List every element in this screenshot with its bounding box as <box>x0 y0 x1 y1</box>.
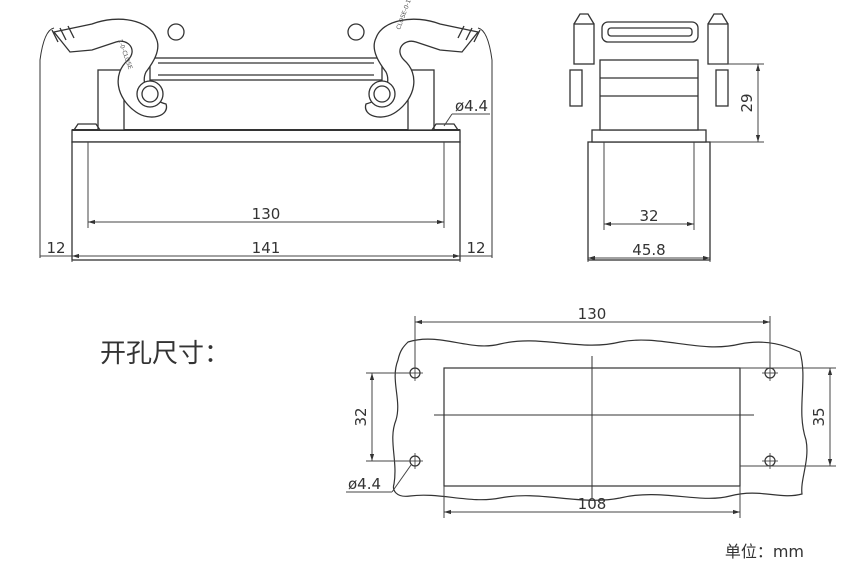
panel-outline <box>392 338 808 501</box>
front-housing-body <box>71 141 461 261</box>
front-view: 1-0-CLOSE CLOSE-0-1 <box>39 0 493 261</box>
dim-side-inner: 32 <box>639 207 658 225</box>
front-top-beam <box>149 57 383 81</box>
front-dimensions <box>40 113 492 262</box>
dim-cutout-top: 130 <box>578 305 607 323</box>
front-left-swing-arc <box>39 27 55 258</box>
dim-front-cutout: 130 <box>252 205 281 223</box>
dim-cutout-bottom: 108 <box>578 495 607 513</box>
side-dimensions <box>587 63 764 262</box>
dim-side-height: 29 <box>738 93 756 112</box>
side-top-cover <box>601 21 699 43</box>
side-upper-body <box>599 59 699 131</box>
dim-cutout-hole: ø4.4 <box>348 475 381 493</box>
cutout-heading: 开孔尺寸： <box>100 339 230 369</box>
dim-front-overall: 141 <box>252 239 281 257</box>
dim-cutout-right: 35 <box>810 407 828 426</box>
dim-front-right: 12 <box>466 239 485 257</box>
side-right-latch <box>707 23 729 65</box>
dim-front-left: 12 <box>46 239 65 257</box>
side-flange <box>591 129 707 143</box>
dim-side-width: 45.8 <box>632 241 665 259</box>
front-left-pillar <box>97 69 125 131</box>
front-base-plate <box>71 129 461 143</box>
unit-label: 单位：mm <box>725 542 804 561</box>
side-left-latch <box>573 23 595 65</box>
side-view <box>569 13 729 261</box>
dim-cutout-left: 32 <box>352 407 370 426</box>
cutout-drawing <box>392 338 808 501</box>
cutout-dimensions <box>346 316 836 518</box>
dim-front-hole: ø4.4 <box>455 97 488 115</box>
front-right-swing-arc <box>477 27 493 258</box>
